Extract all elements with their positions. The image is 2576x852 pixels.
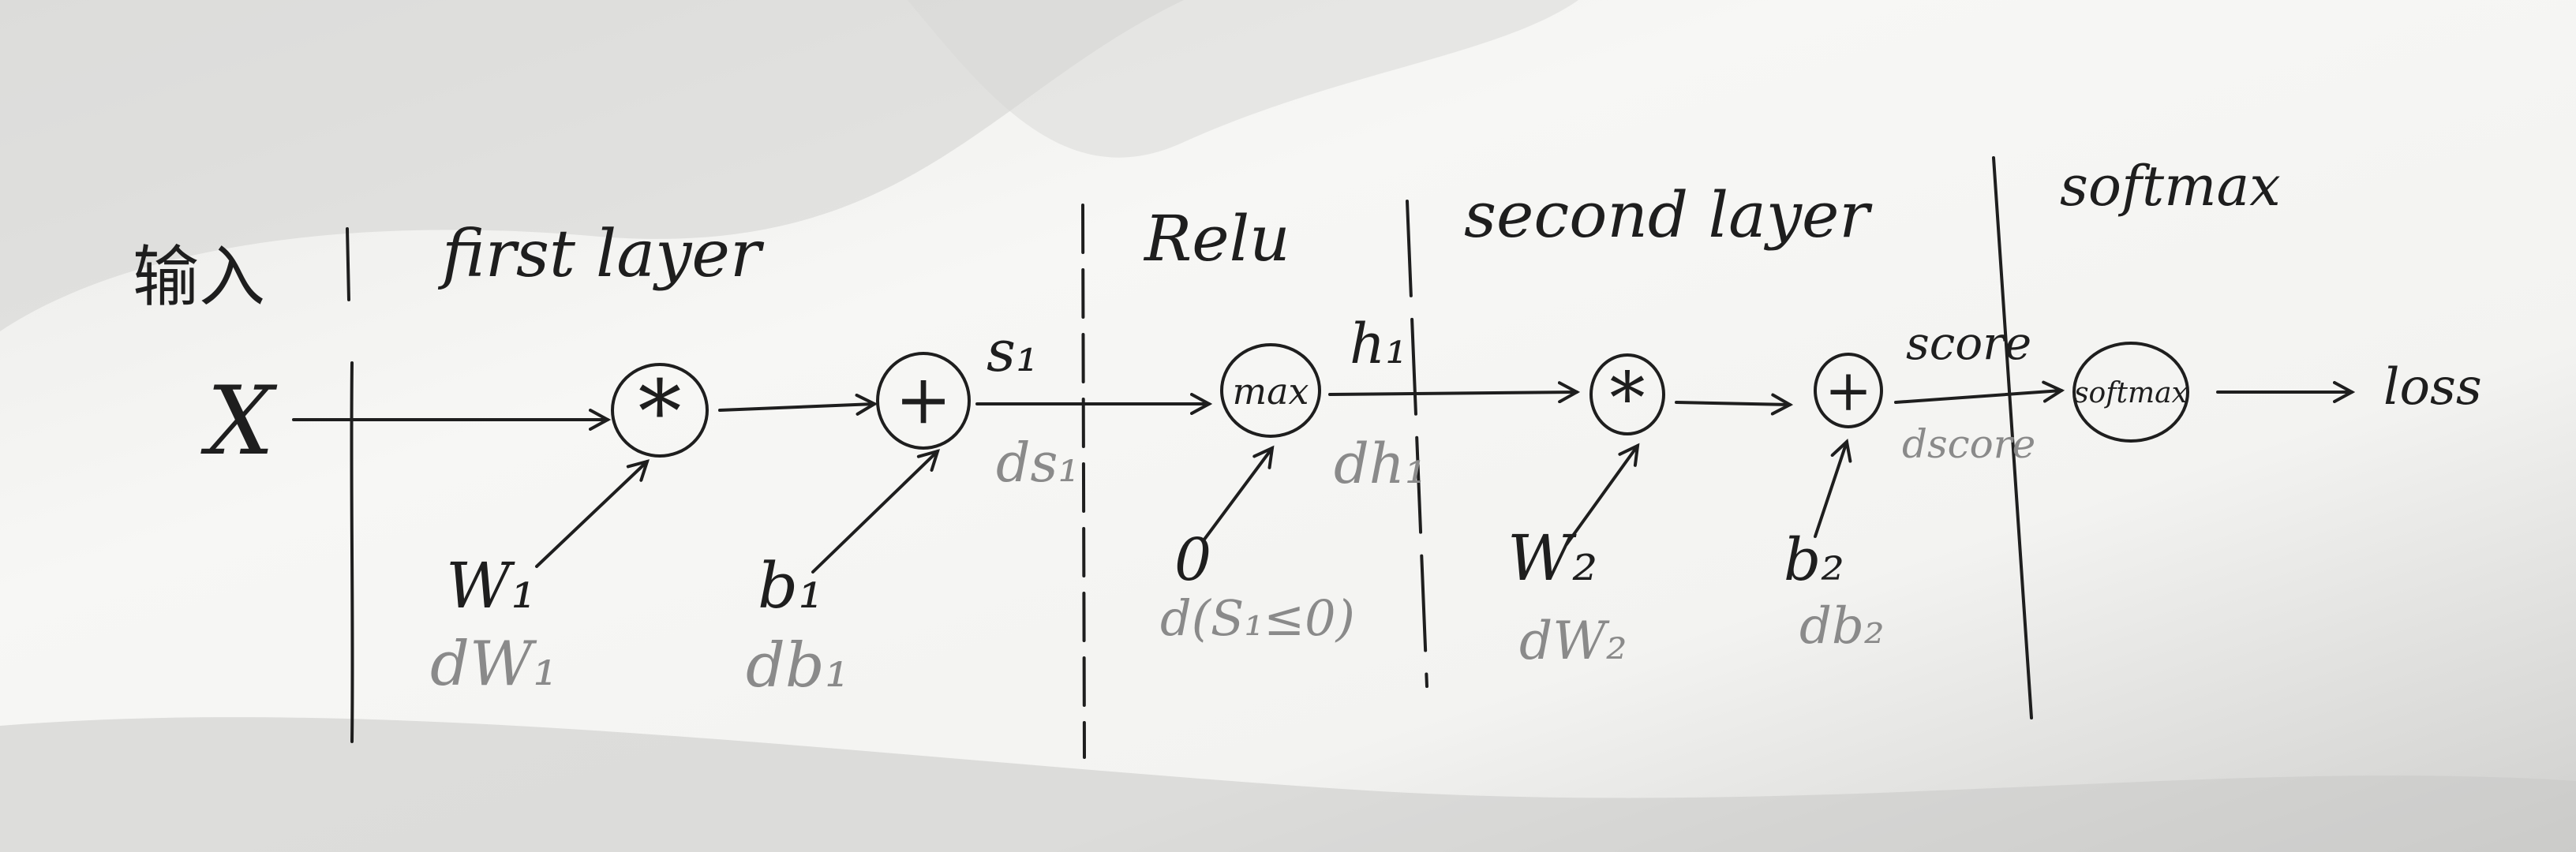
mul2-symbol: * <box>1610 357 1646 440</box>
arrow-mul1-to-add1 <box>718 404 874 410</box>
mul1-symbol: * <box>638 361 682 462</box>
dh1-label: dh₁ <box>1334 432 1427 496</box>
max-node <box>1220 343 1321 438</box>
arrow-add2-to-softmax <box>1894 390 2061 404</box>
dw2-label: dW₂ <box>1519 611 1627 671</box>
d-s1-le-0-label: d(S₁≤0) <box>1160 589 1355 647</box>
mul2-node <box>1589 353 1665 435</box>
divider-input <box>346 227 350 301</box>
s1-label: s₁ <box>987 318 1039 384</box>
db1-label: db₁ <box>746 630 849 701</box>
h1-label: h₁ <box>1350 312 1407 376</box>
max-symbol: max <box>1233 370 1309 413</box>
add1-symbol: + <box>895 361 952 439</box>
arrow-mul2-to-add2 <box>1675 402 1790 405</box>
b1-label: b₁ <box>758 549 823 622</box>
arrow-b2-to-add2 <box>1814 442 1847 538</box>
b2-label: b₂ <box>1784 526 1844 594</box>
paper-shadow <box>0 717 2576 852</box>
db2-label: db₂ <box>1799 597 1885 656</box>
arrow-w1-to-mul1 <box>535 462 647 568</box>
loss-output-label: loss <box>2383 358 2482 417</box>
arrow-b1-to-add1 <box>811 451 938 574</box>
dw1-label: dW₁ <box>430 629 557 700</box>
header-input: 输入 <box>133 238 265 316</box>
divider-first-layer-start <box>350 361 354 743</box>
header-relu: Relu <box>1143 202 1290 275</box>
divider-softmax-start <box>1992 156 2033 719</box>
header-softmax: softmax <box>2060 154 2281 219</box>
arrow-w2-to-mul2 <box>1565 446 1638 546</box>
arrow-zero-to-max <box>1202 448 1272 542</box>
divider-second-layer-start <box>1406 200 1428 688</box>
add1-node <box>876 352 971 450</box>
score-label: score <box>1906 316 2031 370</box>
add2-symbol: + <box>1825 357 1872 424</box>
w2-label: W₂ <box>1507 521 1597 595</box>
arrow-max-to-mul2 <box>1328 392 1577 394</box>
dscore-label: dscore <box>1902 421 2035 467</box>
paper-shadow <box>908 0 1578 158</box>
x-input-label: X <box>200 367 278 476</box>
softmax-node-label: softmax <box>2074 377 2188 409</box>
divider-relu-start <box>1081 204 1086 759</box>
paper-shadow <box>0 0 1184 331</box>
softmax-node <box>2072 342 2189 443</box>
zero-label: 0 <box>1174 526 1211 594</box>
ds1-label: ds₁ <box>996 432 1080 495</box>
header-second-layer: second layer <box>1464 178 1873 252</box>
header-first-layer: first layer <box>437 217 765 292</box>
mul1-node <box>611 363 709 458</box>
add2-node <box>1814 353 1883 428</box>
w1-label: W₁ <box>446 549 536 622</box>
